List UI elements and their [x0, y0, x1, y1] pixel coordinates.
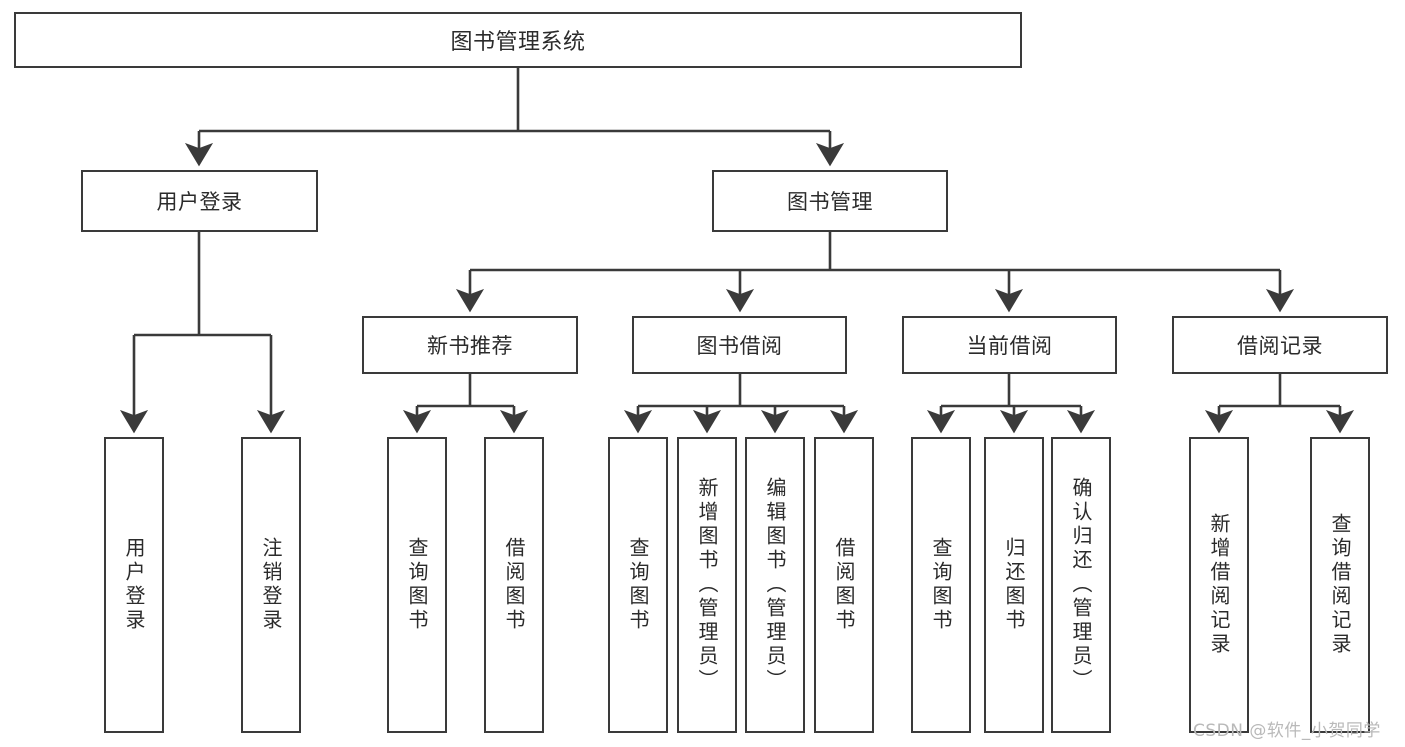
watermark-csdn: CSDN @软件_小贺同学: [1193, 721, 1381, 741]
leaf-label: 查询图书: [405, 537, 429, 633]
node-leaf-edit-book[interactable]: 编辑图书（管理员）: [745, 437, 805, 733]
node-leaf-user-logout[interactable]: 注销登录: [241, 437, 301, 733]
node-leaf-query-record[interactable]: 查询借阅记录: [1310, 437, 1370, 733]
leaf-label: 新增借阅记录: [1207, 513, 1231, 657]
node-new-book-recommend[interactable]: 新书推荐: [362, 316, 578, 374]
node-leaf-borrow-book-2[interactable]: 借阅图书: [814, 437, 874, 733]
node-current-borrow[interactable]: 当前借阅: [902, 316, 1117, 374]
leaf-label: 编辑图书（管理员）: [763, 477, 787, 693]
node-leaf-add-record[interactable]: 新增借阅记录: [1189, 437, 1249, 733]
node-leaf-borrow-book-1[interactable]: 借阅图书: [484, 437, 544, 733]
node-user-login[interactable]: 用户登录: [81, 170, 318, 232]
node-root[interactable]: 图书管理系统: [14, 12, 1022, 68]
leaf-label: 注销登录: [259, 537, 283, 633]
leaf-label: 借阅图书: [502, 537, 526, 633]
node-leaf-add-book[interactable]: 新增图书（管理员）: [677, 437, 737, 733]
leaf-label: 查询借阅记录: [1328, 513, 1352, 657]
leaf-label: 借阅图书: [832, 537, 856, 633]
node-leaf-query-book-1[interactable]: 查询图书: [387, 437, 447, 733]
node-leaf-user-login[interactable]: 用户登录: [104, 437, 164, 733]
leaf-label: 确认归还（管理员）: [1069, 477, 1093, 693]
leaf-label: 新增图书（管理员）: [695, 477, 719, 693]
node-leaf-query-book-3[interactable]: 查询图书: [911, 437, 971, 733]
node-leaf-return-book[interactable]: 归还图书: [984, 437, 1044, 733]
node-book-manage[interactable]: 图书管理: [712, 170, 948, 232]
node-leaf-query-book-2[interactable]: 查询图书: [608, 437, 668, 733]
leaf-label: 查询图书: [626, 537, 650, 633]
node-leaf-confirm-return[interactable]: 确认归还（管理员）: [1051, 437, 1111, 733]
leaf-label: 归还图书: [1002, 537, 1026, 633]
node-borrow-record[interactable]: 借阅记录: [1172, 316, 1388, 374]
leaf-label: 用户登录: [122, 537, 146, 633]
node-book-borrow[interactable]: 图书借阅: [632, 316, 847, 374]
leaf-label: 查询图书: [929, 537, 953, 633]
